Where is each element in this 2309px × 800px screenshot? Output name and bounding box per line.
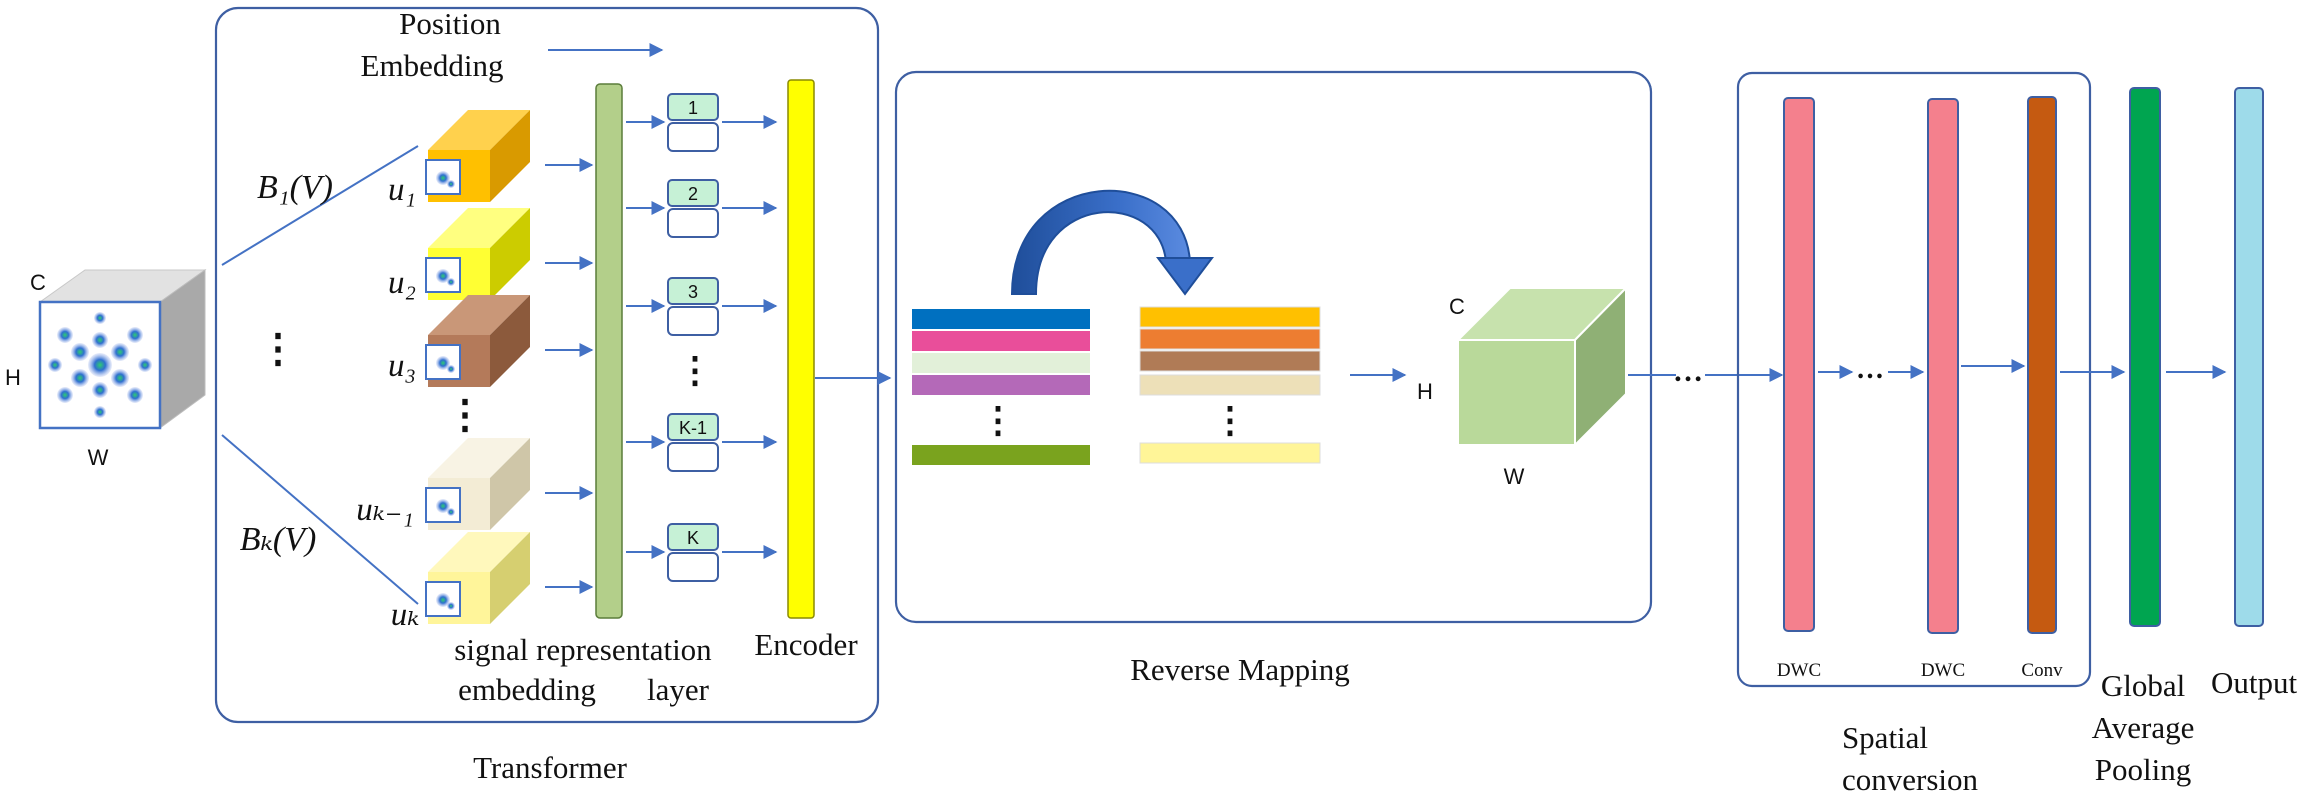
token-column: 1 2 3K-1K [626,93,778,582]
signal-label: u₃ [388,348,416,384]
position-label-line2: Embedding [361,48,504,83]
input-c-label: C [30,270,46,295]
dwc-label-1: DWC [1777,660,1821,681]
signal-cube [425,110,530,202]
gap-label-line3: Pooling [2095,752,2191,787]
cube-h-label: H [1417,379,1433,404]
position-token [667,277,719,305]
branch-top-label: B₁(V) [257,169,333,206]
embedding-slot [667,442,719,472]
stripe [1139,306,1321,328]
constellation-image [48,312,152,418]
input-w-label: W [88,445,109,470]
encoder-label: Encoder [754,627,858,662]
reverse-mapping-block: Reverse Mapping ⋮ ⋮ [894,70,1653,687]
stripe [1139,350,1321,372]
conv-bar [2027,96,2057,634]
right-stack-ellipsis: ⋮ [1212,400,1248,440]
stripe [1139,442,1321,464]
spatial-title-line1: Spatial [1842,720,1928,755]
signal-label: u₁ [388,172,416,208]
branch-ellipsis: ⋮ [258,326,298,371]
gap-label-line1: Global [2101,668,2185,703]
link-ellipsis: … [1673,355,1703,388]
stripe-stack-right [1139,306,1321,464]
embedding-slot [667,552,719,582]
left-stack-ellipsis: ⋮ [980,400,1016,440]
token-pair: 3 [626,277,778,336]
embedding-slot [667,208,719,238]
cube-c-label: C [1449,294,1465,319]
position-token [667,93,719,121]
signal-cubes: u₁ u₂ u₃ uₖ₋₁ uₖ [356,110,594,633]
stripe [912,309,1090,329]
branch-bottom-label: Bₖ(V) [240,521,317,558]
input-cube: C H W [5,269,207,470]
signal-caption-line1: signal representation [454,632,712,667]
signal-label: uₖ₋₁ [356,492,413,528]
signal-ellipsis: ⋮ [445,392,485,437]
signal-caption-line2: embedding [458,672,596,707]
transformer-frame [214,6,880,724]
branch-line-top [221,145,419,266]
token-label: 3 [688,282,698,302]
output-bar [2234,87,2264,627]
output-cube: C H W [1417,285,1629,489]
embedding-slot [667,122,719,152]
signal-label: uₖ [391,597,420,633]
token-pair: K [626,523,778,582]
embedding-slot [667,306,719,336]
token-pair: 2 [626,179,778,238]
spatial-frame [1736,71,2092,688]
signal-cube [425,208,530,300]
token-pair: K-1 [626,413,778,472]
stripe [912,375,1090,395]
encoder-bar [787,79,815,619]
spatial-ellipsis: … [1856,354,1884,385]
token-label: 2 [688,184,698,204]
stripe-stack-left [912,309,1090,465]
position-token [667,413,719,441]
output-label: Output [2211,665,2298,700]
constellation-thumbnail [425,487,461,523]
transformer-title: Transformer [473,750,628,785]
curved-arrow [1010,189,1214,296]
token-ellipsis: ⋮ [677,350,713,390]
branch-line-bottom [221,434,419,605]
dwc-bar-2 [1927,98,1959,634]
transformer-block: Transformer Position Embedding B₁(V) Bₖ(… [214,6,880,785]
token-label: K [687,528,699,548]
spatial-title-line2: conversion [1842,762,1979,797]
stripe [912,445,1090,465]
signal-cube [425,438,530,530]
dwc-label-2: DWC [1921,660,1965,681]
stripe [1139,328,1321,350]
stripe [912,331,1090,351]
token-label: K-1 [679,418,707,438]
token-pair: 1 [626,93,778,152]
layer-caption: layer [647,672,710,707]
signal-cube [425,532,530,624]
dwc-bar-1 [1783,97,1815,632]
spatial-conversion-block: … DWC DWC Conv Spatial conversion [1736,71,2092,797]
position-token [667,523,719,551]
position-token [667,179,719,207]
reverse-mapping-title: Reverse Mapping [1130,652,1350,687]
stripe [1139,374,1321,396]
cube-w-label: W [1504,464,1525,489]
signal-cube [425,295,530,387]
constellation-thumbnail [425,159,461,195]
representation-layer-bar [595,83,623,619]
gap-bar [2129,87,2161,627]
stripe [912,353,1090,373]
reverse-mapping-frame [894,70,1653,624]
gap-label-line2: Average [2092,710,2195,745]
token-label: 1 [688,98,698,118]
signal-label: u₂ [388,265,416,301]
position-label-line1: Position [399,6,501,41]
conv-label: Conv [2021,660,2063,681]
input-h-label: H [5,365,21,390]
